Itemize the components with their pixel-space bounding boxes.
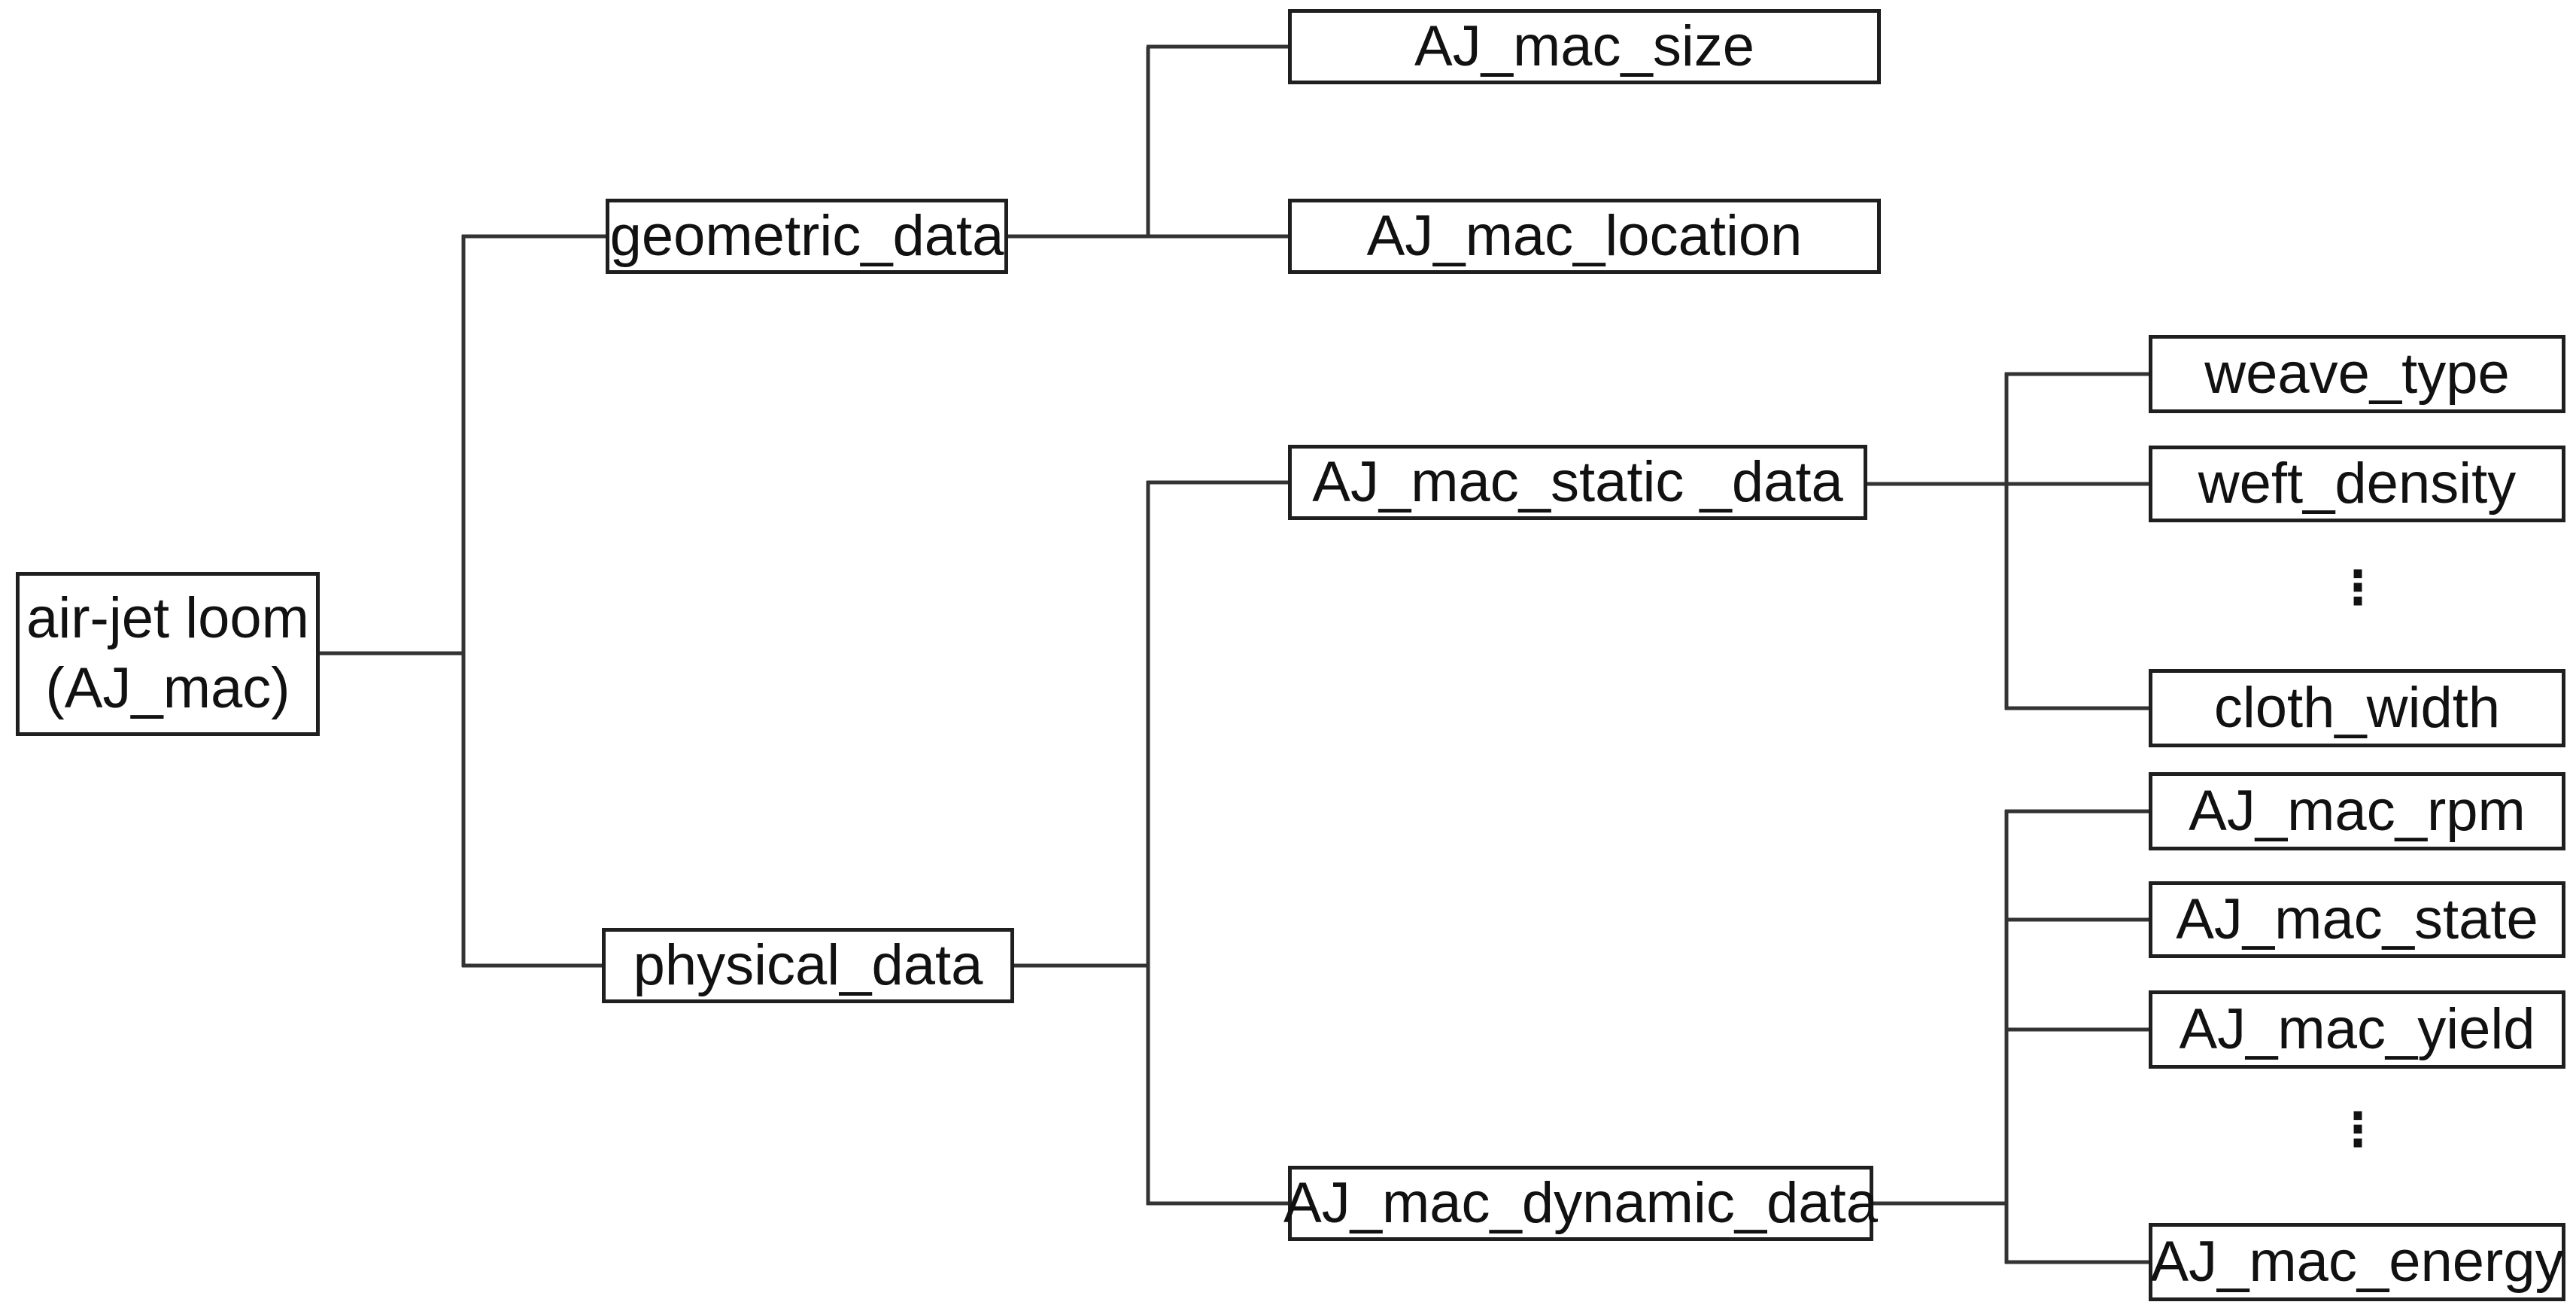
node-air-jet-loom-title: air-jet loom xyxy=(26,586,309,651)
node-aj-mac-state: AJ_mac_state xyxy=(2149,881,2565,958)
node-cloth-width: cloth_width xyxy=(2149,669,2565,747)
ellipsis-vertical-dynamic: ⋮ xyxy=(2334,1101,2381,1157)
node-aj-mac-size: AJ_mac_size xyxy=(1288,9,1881,84)
node-air-jet-loom-subtitle: (AJ_mac) xyxy=(45,656,290,720)
node-physical-data: physical_data xyxy=(602,928,1014,1003)
node-aj-mac-rpm: AJ_mac_rpm xyxy=(2149,772,2565,850)
node-weft-density: weft_density xyxy=(2149,446,2565,522)
node-air-jet-loom: air-jet loom (AJ_mac) xyxy=(16,572,320,736)
node-geometric-data: geometric_data xyxy=(606,199,1008,274)
node-aj-mac-location: AJ_mac_location xyxy=(1288,199,1881,274)
node-aj-mac-energy: AJ_mac_energy xyxy=(2149,1223,2565,1301)
ellipsis-vertical-static: ⋮ xyxy=(2334,559,2381,615)
node-weave-type: weave_type xyxy=(2149,335,2565,413)
node-aj-mac-dynamic-data: AJ_mac_dynamic_data xyxy=(1283,1166,1878,1241)
node-aj-mac-yield: AJ_mac_yield xyxy=(2149,990,2565,1069)
node-aj-mac-static-data: AJ_mac_static _data xyxy=(1288,445,1867,520)
